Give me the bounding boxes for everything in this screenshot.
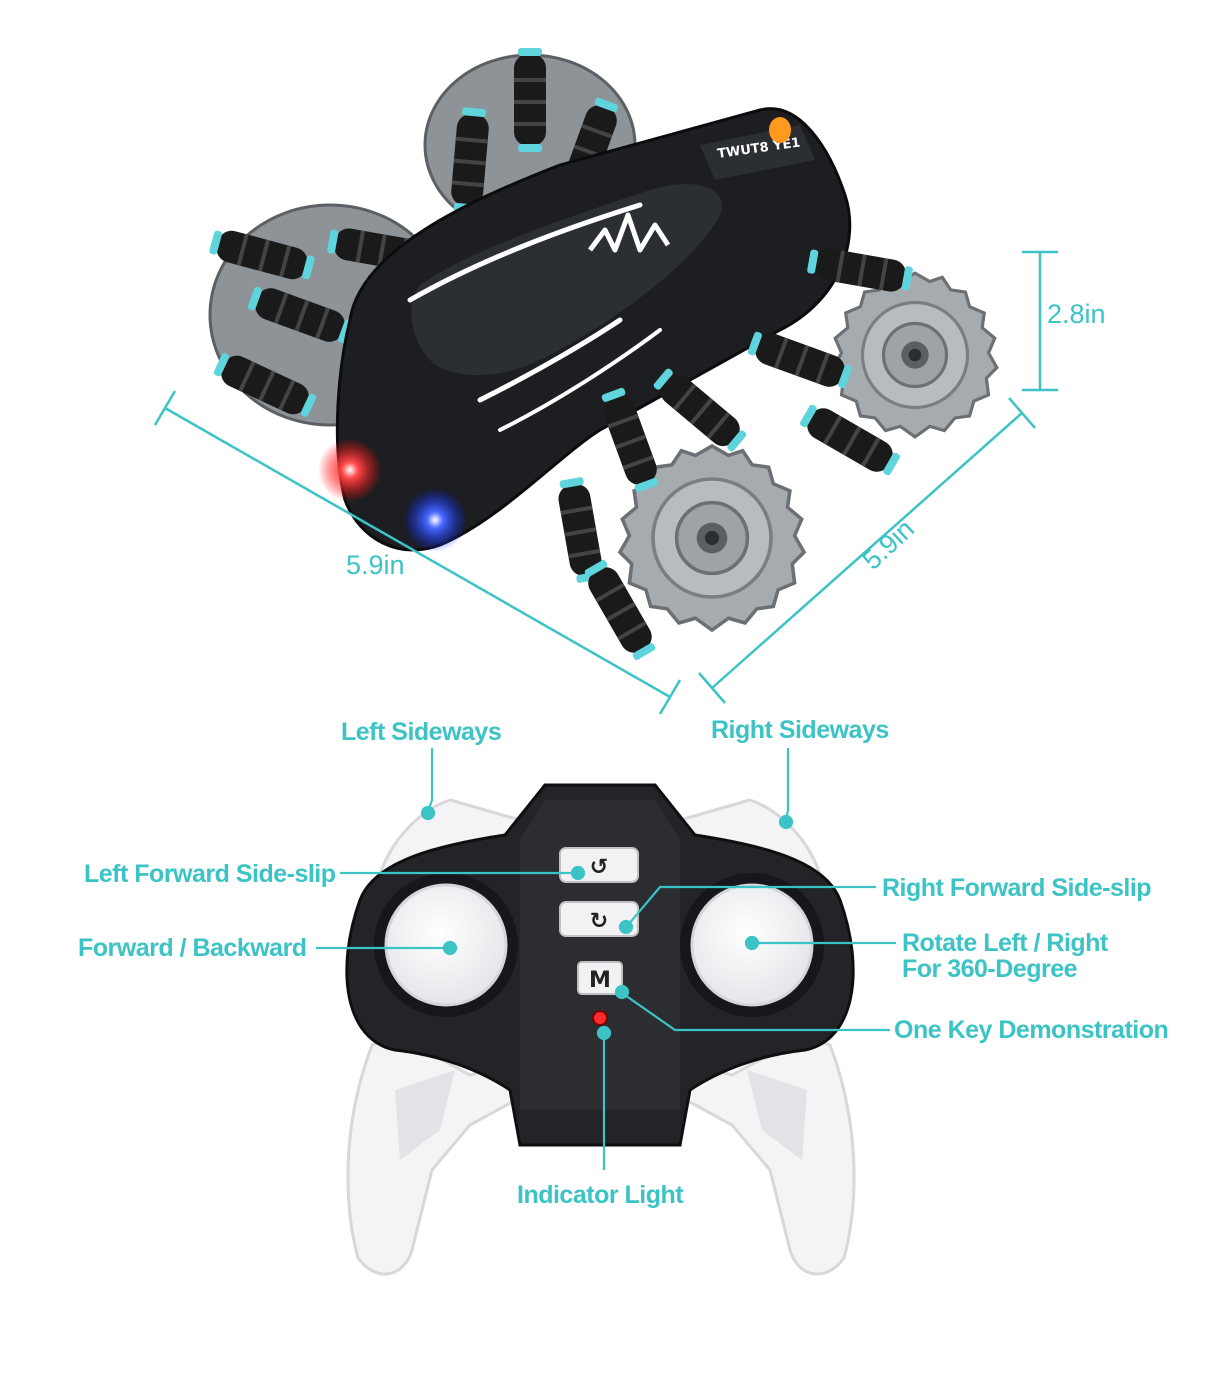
label-indicator-light: Indicator Light	[517, 1181, 684, 1209]
rotate-left-icon: ↺	[590, 855, 608, 880]
left-grip	[346, 1033, 527, 1276]
label-left-sideways: Left Sideways	[341, 718, 502, 746]
red-led-icon	[318, 438, 382, 502]
stunt-car: TWUT8 YE1	[207, 48, 999, 664]
right-rotate-button[interactable]: ↻	[559, 901, 639, 937]
height-dimension-label: 2.8in	[1047, 299, 1106, 329]
rotate-right-icon: ↻	[590, 909, 608, 934]
dimension-lines	[153, 250, 1058, 715]
label-one-key-demo: One Key Demonstration	[894, 1016, 1169, 1044]
blue-led-icon	[403, 488, 467, 552]
car-body: TWUT8 YE1	[335, 107, 852, 552]
label-forward-backward: Forward / Backward	[78, 934, 307, 962]
left-rotate-button[interactable]: ↺	[559, 847, 639, 883]
callout-leaders	[316, 748, 896, 1170]
label-right-sideways: Right Sideways	[711, 716, 889, 744]
indicator-led-icon	[592, 1010, 608, 1026]
label-rotate-line2: For 360-Degree	[902, 955, 1078, 983]
mode-glyph: M	[589, 968, 611, 993]
right-grip	[675, 1033, 856, 1276]
label-right-forward-sideslip: Right Forward Side-slip	[882, 874, 1152, 902]
width-left-dimension-label: 5.9in	[346, 550, 405, 580]
label-left-forward-sideslip: Left Forward Side-slip	[84, 860, 336, 888]
label-rotate-line1: Rotate Left / Right	[902, 929, 1108, 957]
mode-button[interactable]: M	[577, 961, 623, 995]
